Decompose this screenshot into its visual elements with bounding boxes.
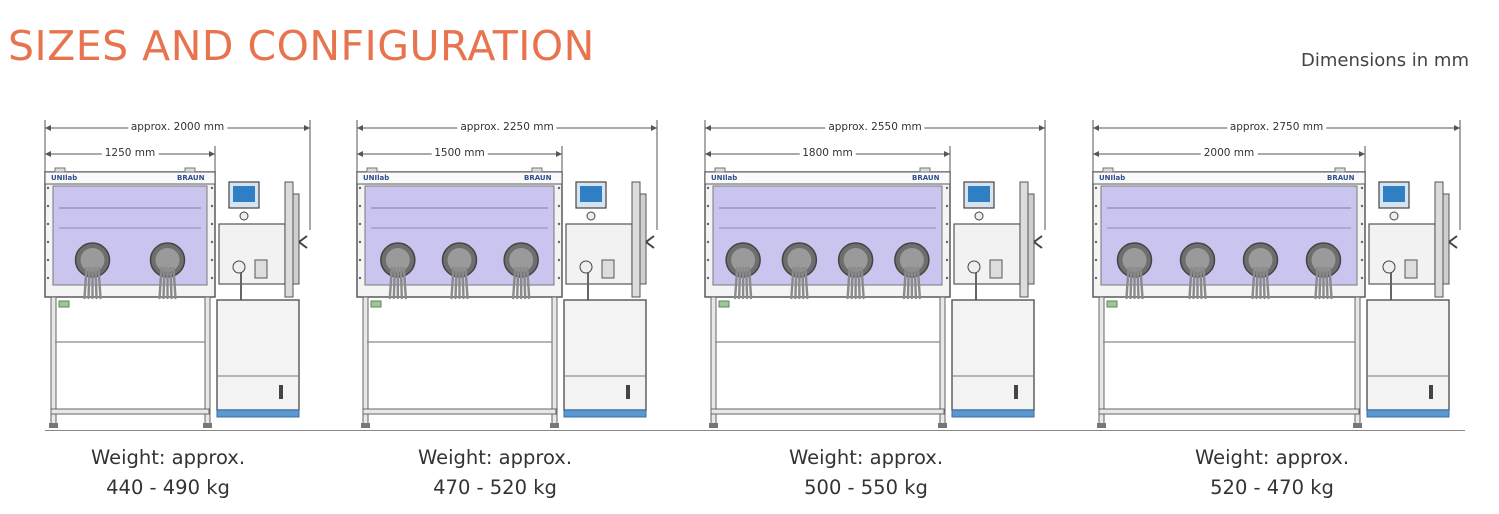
box-dimension-label: 2000 mm <box>1200 147 1258 159</box>
glovebox-unit-2 <box>352 110 658 440</box>
braun-logo: BRAUN <box>524 174 552 182</box>
glove-port-icon <box>1242 242 1279 300</box>
braun-logo: BRAUN <box>912 174 940 182</box>
side-assembly <box>563 181 655 418</box>
control-panel-screen <box>228 181 260 221</box>
glove-port-icon <box>74 242 111 300</box>
box-dimension-label: 1500 mm <box>431 147 488 159</box>
weight-value: 470 - 520 kg <box>433 476 557 499</box>
glovebox-unit-4 <box>1088 110 1461 440</box>
control-panel-screen <box>963 181 995 221</box>
glove-port-icon <box>894 242 930 300</box>
unilab-logo: UNIlab <box>363 174 390 182</box>
weight-caption: Weight: approx. 470 - 520 kg <box>385 443 605 503</box>
weight-value: 440 - 490 kg <box>106 476 230 499</box>
weight-caption: Weight: approx. 500 - 550 kg <box>756 443 976 503</box>
weight-caption: Weight: approx. 440 - 490 kg <box>58 443 278 503</box>
antechamber <box>565 181 655 312</box>
weight-label: Weight: approx. <box>417 446 573 469</box>
weight-value: 520 - 470 kg <box>1210 476 1334 499</box>
weight-label: Weight: approx. <box>1194 446 1350 469</box>
overall-dimension-label: approx. 2750 mm <box>1226 121 1327 133</box>
dimensions-note: Dimensions in mm <box>1301 50 1469 71</box>
glovebox-unit-3 <box>700 110 1046 440</box>
glovebox-unit-1 <box>40 110 311 440</box>
glove-port-icon <box>1179 242 1216 300</box>
gas-purifier-cabinet <box>216 299 300 418</box>
support-frame <box>1097 296 1362 428</box>
glove-port-icon <box>725 242 761 300</box>
control-panel-screen <box>1378 181 1410 221</box>
weight-label: Weight: approx. <box>788 446 944 469</box>
side-assembly <box>216 181 308 418</box>
glovebox-body <box>44 167 216 298</box>
control-panel-screen <box>575 181 607 221</box>
glove-port-icon <box>149 242 186 300</box>
support-frame <box>361 296 559 428</box>
floor-line <box>45 430 1465 431</box>
glovebox-drawing <box>1092 120 1461 428</box>
gas-purifier-cabinet <box>951 299 1035 418</box>
glove-port-icon <box>837 242 874 300</box>
support-frame <box>49 296 212 428</box>
glove-port-icon <box>1305 242 1342 300</box>
weight-caption: Weight: approx. 520 - 470 kg <box>1162 443 1382 503</box>
antechamber <box>218 181 308 312</box>
unilab-logo: UNIlab <box>711 174 738 182</box>
side-assembly <box>1366 181 1458 418</box>
page-title: SIZES AND CONFIGURATION <box>8 22 595 70</box>
unilab-logo: UNIlab <box>51 174 78 182</box>
antechamber <box>1368 181 1458 312</box>
braun-logo: BRAUN <box>1327 174 1355 182</box>
side-assembly <box>951 181 1043 418</box>
box-dimension-label: 1250 mm <box>101 147 159 159</box>
glove-port-icon <box>781 242 818 300</box>
box-dimension-label: 1800 mm <box>799 147 856 159</box>
glovebox-drawing <box>356 120 658 428</box>
overall-dimension-label: approx. 2550 mm <box>825 121 925 133</box>
glove-port-icon <box>503 242 539 300</box>
gas-purifier-cabinet <box>563 299 647 418</box>
glove-port-icon <box>380 242 416 300</box>
antechamber <box>953 181 1043 312</box>
overall-dimension-label: approx. 2000 mm <box>127 121 228 133</box>
unilab-logo: UNIlab <box>1099 174 1126 182</box>
glovebox-drawing <box>44 120 311 428</box>
glove-port-icon <box>1116 242 1153 300</box>
braun-logo: BRAUN <box>177 174 205 182</box>
glovebox-drawing <box>704 120 1046 428</box>
weight-value: 500 - 550 kg <box>804 476 928 499</box>
glove-port-icon <box>441 242 478 300</box>
support-frame <box>709 296 947 428</box>
overall-dimension-label: approx. 2250 mm <box>457 121 557 133</box>
gas-purifier-cabinet <box>1366 299 1450 418</box>
glovebox-window <box>52 185 208 286</box>
weight-label: Weight: approx. <box>90 446 246 469</box>
